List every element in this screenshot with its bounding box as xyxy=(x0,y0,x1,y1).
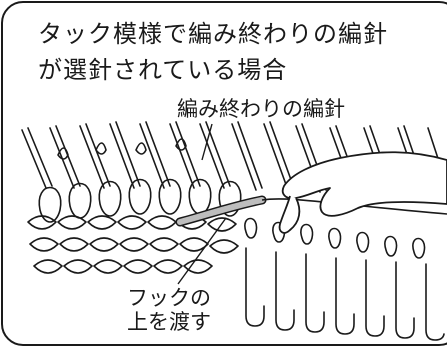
tuck-loops xyxy=(57,138,187,160)
title-line-2: が選針されている場合 xyxy=(38,56,288,84)
needle-leader-line xyxy=(201,123,213,161)
open-stitches xyxy=(244,217,426,259)
knitted-loops xyxy=(38,178,242,223)
hook-callout-line-2: 上を渡す xyxy=(127,310,211,334)
title-line-1: タック模様で編み終わりの編針 xyxy=(38,20,388,48)
hook-callout-line-1: フックの xyxy=(127,286,211,310)
needle-hooks xyxy=(245,247,445,341)
needle-callout: 編み終わりの編針 xyxy=(177,97,345,121)
hook-leader-line xyxy=(177,217,227,285)
hook-callout: フックの 上を渡す xyxy=(125,286,213,334)
hand xyxy=(278,151,447,234)
knitted-fabric xyxy=(27,215,239,274)
